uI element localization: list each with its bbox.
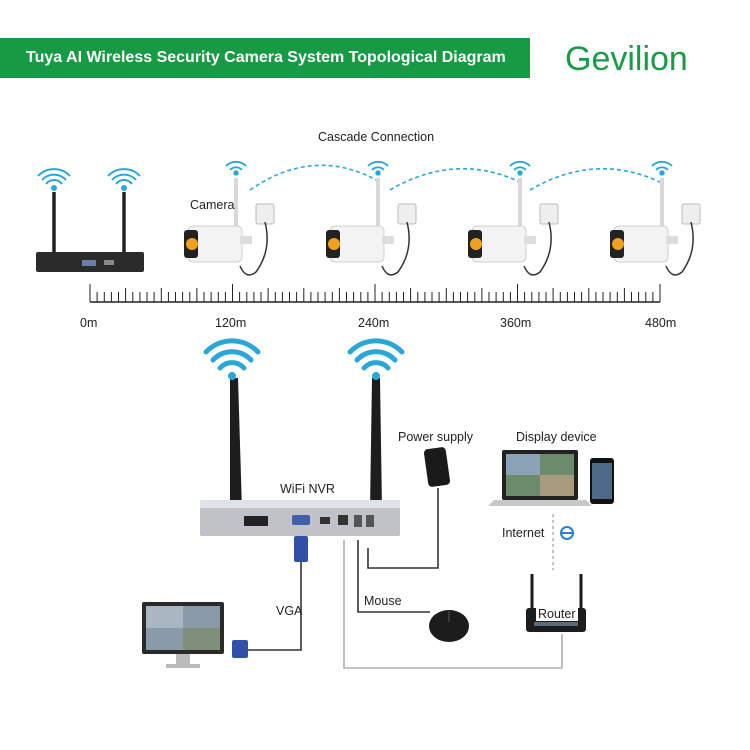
bullet-camera-icon	[184, 178, 275, 276]
router-icon	[526, 574, 586, 632]
laptop-icon	[488, 450, 592, 506]
display-device-label: Display device	[516, 430, 597, 444]
diagram-title: Tuya AI Wireless Security Camera System …	[26, 49, 506, 66]
ruler-tick-240m: 240m	[358, 316, 390, 330]
bullet-camera-icon	[326, 178, 417, 276]
power-adapter-icon	[423, 447, 451, 487]
smartphone-icon	[590, 458, 614, 504]
wifi-icon	[203, 338, 261, 380]
vga-label: VGA	[276, 604, 303, 618]
power-supply-label: Power supply	[398, 430, 474, 444]
wifi-nvr-label: WiFi NVR	[280, 482, 335, 496]
wifi-icon	[225, 160, 247, 176]
bullet-camera-icon	[610, 178, 701, 276]
vga-connector-icon	[232, 536, 308, 658]
mouse-icon	[429, 610, 469, 642]
wifi-icon	[347, 338, 405, 380]
wifi-icon	[107, 168, 141, 191]
internet-label: Internet	[502, 526, 545, 540]
wifi-icon	[37, 168, 71, 191]
brand-logo-text: Gevilion	[565, 40, 688, 78]
ruler-tick-120m: 120m	[215, 316, 247, 330]
small-nvr-icon	[36, 192, 144, 272]
wifi-icon	[509, 160, 531, 176]
wifi-icon	[651, 160, 673, 176]
bullet-camera-icon	[468, 178, 559, 276]
monitor-icon	[142, 602, 224, 668]
router-text: Router	[536, 607, 578, 621]
cascade-connection-label: Cascade Connection	[318, 130, 435, 144]
internet-browser-icon	[560, 526, 574, 540]
ruler-tick-480m: 480m	[645, 316, 677, 330]
mouse-label: Mouse	[364, 594, 402, 608]
title-banner: Tuya AI Wireless Security Camera System …	[0, 38, 530, 78]
wifi-nvr-device	[200, 378, 400, 536]
ruler-tick-0m: 0m	[80, 316, 98, 330]
cables	[248, 488, 563, 669]
wifi-icon	[367, 160, 389, 176]
ruler-tick-360m: 360m	[500, 316, 532, 330]
camera-label: Camera	[190, 198, 235, 212]
distance-ruler	[89, 284, 661, 303]
cascade-arcs	[249, 164, 661, 191]
